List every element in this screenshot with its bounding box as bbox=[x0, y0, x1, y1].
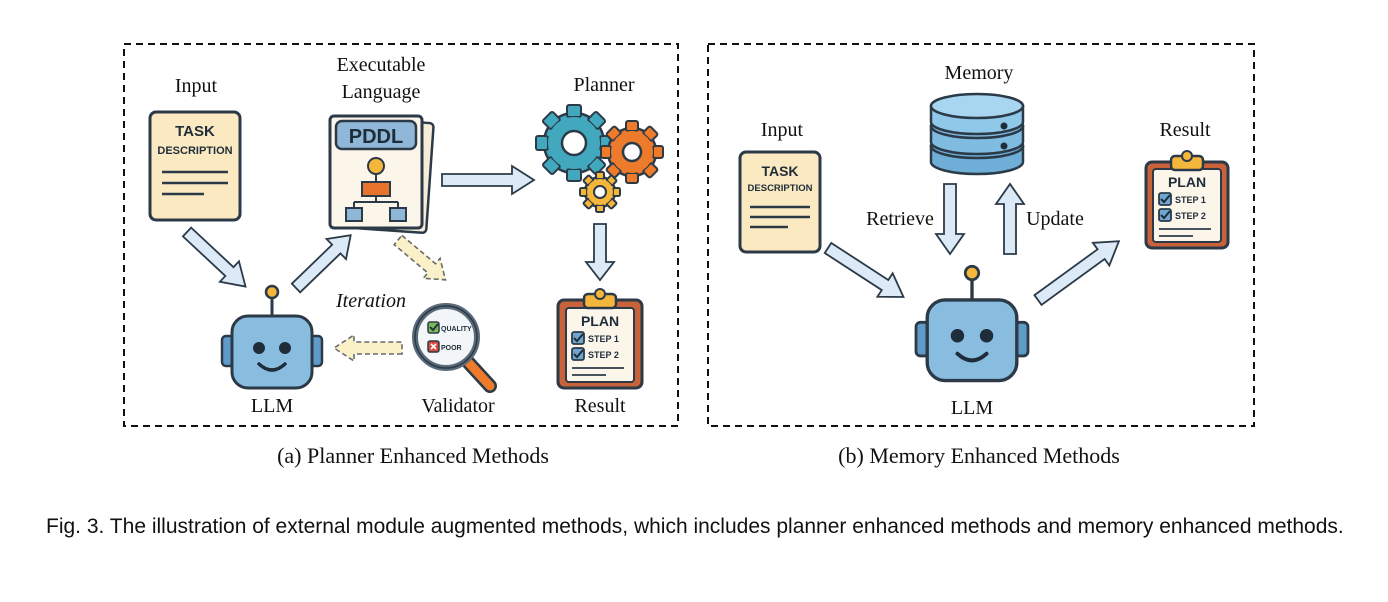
panel-a-task-title: TASK bbox=[175, 123, 215, 140]
arrow-validator-to-llm-dashed bbox=[332, 333, 403, 363]
figure-caption: Fig. 3. The illustration of external mod… bbox=[46, 515, 1344, 538]
validator-quality-text: QUALITY bbox=[441, 326, 472, 333]
pddl-text: PDDL bbox=[349, 126, 403, 148]
panel-a-task-subtitle: DESCRIPTION bbox=[157, 145, 232, 157]
arrow-llm-to-pddl bbox=[290, 234, 352, 294]
panel-a-plan-step2: STEP 2 bbox=[588, 350, 619, 360]
panel-a-plan-title: PLAN bbox=[581, 313, 619, 329]
arrow-input-to-llm-b bbox=[823, 241, 905, 298]
gears-icon bbox=[535, 104, 664, 213]
panel-b-task-subtitle: DESCRIPTION bbox=[748, 183, 813, 194]
panel-a-caption: (a) Planner Enhanced Methods bbox=[277, 443, 549, 468]
validator-label: Validator bbox=[421, 395, 495, 417]
arrow-pddl-to-validator-dashed bbox=[393, 234, 447, 281]
validator-poor-text: POOR bbox=[441, 345, 462, 352]
panel-a-border bbox=[123, 43, 679, 427]
panel-a-plan-clipboard: PLAN STEP 1 STEP 2 bbox=[556, 288, 644, 390]
panel-a-llm-robot-icon bbox=[220, 284, 324, 390]
panel-b-task-title: TASK bbox=[761, 163, 798, 179]
panel-b-result-label: Result bbox=[1159, 119, 1211, 141]
arrow-llm-to-memory-update bbox=[994, 182, 1026, 255]
memory-database-icon bbox=[929, 92, 1025, 176]
panel-b-plan-step1: STEP 1 bbox=[1175, 195, 1206, 205]
panel-b-border bbox=[707, 43, 1255, 427]
panel-b-plan-clipboard: PLAN STEP 1 STEP 2 bbox=[1144, 150, 1230, 250]
panel-a-task-card: TASK DESCRIPTION bbox=[148, 110, 242, 222]
panel-b-caption: (b) Memory Enhanced Methods bbox=[838, 443, 1120, 468]
memory-label: Memory bbox=[945, 62, 1014, 84]
panel-b-llm-label: LLM bbox=[951, 397, 993, 419]
arrow-memory-to-llm-retrieve bbox=[934, 183, 966, 256]
arrow-planner-to-result bbox=[584, 223, 616, 282]
panel-b-llm-robot-icon bbox=[914, 264, 1030, 383]
panel-b-plan-title: PLAN bbox=[1168, 174, 1206, 190]
panel-a-plan-step1: STEP 1 bbox=[588, 334, 619, 344]
pddl-document-icon: PDDL bbox=[328, 114, 435, 235]
arrow-llm-to-result-b bbox=[1033, 240, 1121, 307]
validator-magnifier-icon: QUALITY POOR bbox=[412, 303, 497, 393]
arrow-pddl-to-planner bbox=[441, 164, 536, 196]
panel-b-task-card: TASK DESCRIPTION bbox=[738, 150, 822, 254]
iteration-label: Iteration bbox=[335, 290, 406, 312]
panel-a-result-label: Result bbox=[574, 395, 626, 417]
panel-a-planner-label: Planner bbox=[573, 74, 634, 96]
update-label: Update bbox=[1026, 208, 1084, 230]
panel-a-exec-label-1: Executable bbox=[337, 54, 426, 76]
panel-a-input-label: Input bbox=[175, 75, 218, 97]
arrow-input-to-llm bbox=[181, 226, 247, 288]
retrieve-label: Retrieve bbox=[866, 208, 934, 230]
panel-b-input-label: Input bbox=[761, 119, 804, 141]
panel-a-exec-label-2: Language bbox=[342, 81, 421, 103]
panel-a-llm-label: LLM bbox=[251, 395, 293, 417]
panel-b-plan-step2: STEP 2 bbox=[1175, 211, 1206, 221]
